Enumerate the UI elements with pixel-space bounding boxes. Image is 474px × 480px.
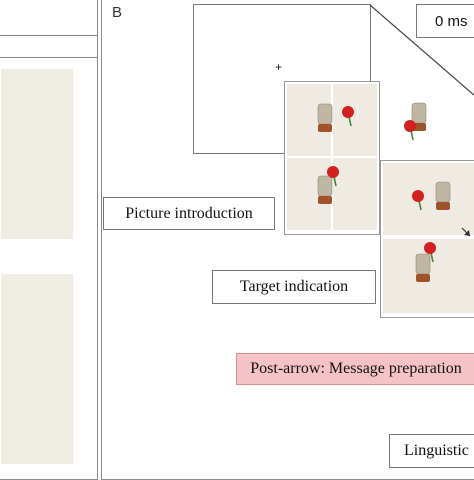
target-top-jar-base xyxy=(436,202,450,210)
pointer-arrow-head xyxy=(464,230,470,236)
time-label-box: 0 ms xyxy=(416,4,474,38)
stage-picture-introduction: Picture introduction xyxy=(103,197,275,230)
grid-tl-flower xyxy=(342,106,354,118)
grid-bl-jar-base xyxy=(318,196,332,204)
stage-linguistic: Linguistic xyxy=(389,434,474,468)
stage-post-arrow: Post-arrow: Message preparation xyxy=(236,353,474,385)
stimulus-grid xyxy=(284,81,380,235)
stage-post-arrow-label: Post-arrow: Message preparation xyxy=(250,360,462,377)
target-cell-top xyxy=(383,163,474,235)
target-top-jar xyxy=(435,181,451,203)
panel-a-header-bar xyxy=(0,35,97,58)
grid-tr-flower xyxy=(404,120,416,132)
target-bottom-flower xyxy=(424,242,436,254)
stimulus-cell-bottom-right xyxy=(333,158,377,230)
grid-bl-jar xyxy=(317,175,333,197)
stage-target-indication-label: Target indication xyxy=(239,278,349,295)
panel-a xyxy=(0,0,98,480)
grid-tl-jar xyxy=(317,103,333,125)
target-bottom-jar-base xyxy=(416,274,430,282)
connector-line xyxy=(369,4,474,96)
stage-linguistic-label: Linguistic xyxy=(404,442,469,459)
panel-b-label: B xyxy=(112,4,123,21)
target-top-flower xyxy=(412,190,424,202)
time-label: 0 ms xyxy=(435,12,468,30)
stage-target-indication: Target indication xyxy=(212,270,376,304)
fixation-cross: + xyxy=(275,60,283,74)
grid-tl-jar-base xyxy=(318,124,332,132)
panel-a-photo-bottom xyxy=(1,274,73,464)
fixation-screen xyxy=(193,4,371,154)
grid-tr-jar xyxy=(411,102,427,124)
stimulus-cell-top-right xyxy=(333,84,377,156)
grid-bl-flower xyxy=(327,166,339,178)
target-bottom-jar xyxy=(415,253,431,275)
stage-picture-introduction-label: Picture introduction xyxy=(125,204,253,222)
panel-a-photo-top xyxy=(1,69,73,239)
